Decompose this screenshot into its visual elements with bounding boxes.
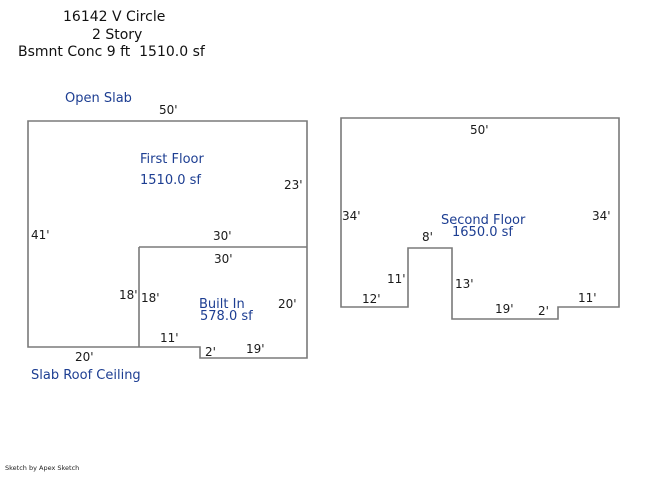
dim-sf-notch-left: 11'	[387, 272, 406, 286]
dim-sf-notch-right: 13'	[455, 277, 474, 291]
header-basement: Bsmnt Conc 9 ft 1510.0 sf	[18, 44, 205, 60]
first-floor-outline	[27, 120, 308, 359]
dim-ff-interior-left: 18'	[119, 288, 138, 302]
dim-ff-interior-right: 18'	[141, 291, 160, 305]
dim-ff-bottom-right: 19'	[246, 342, 265, 356]
header-stories: 2 Story	[92, 27, 143, 43]
built-in-area-label: 578.0 sf	[200, 309, 253, 324]
header-address: 16142 V Circle	[63, 9, 166, 25]
dim-sf-notch-top: 8'	[422, 230, 433, 244]
built-in-name-label: Built In	[199, 297, 245, 312]
dim-ff-right-lower: 20'	[278, 297, 297, 311]
dim-ff-interior-below: 30'	[214, 252, 233, 266]
dim-ff-step: 2'	[205, 345, 216, 359]
dim-sf-right: 34'	[592, 209, 611, 223]
first-floor-area-label: 1510.0 sf	[140, 173, 201, 188]
dim-sf-bottom-middle: 19'	[495, 302, 514, 316]
slab-roof-ceiling-label: Slab Roof Ceiling	[31, 368, 141, 383]
dim-ff-bottom-inner: 11'	[160, 331, 179, 345]
dim-sf-left: 34'	[342, 209, 361, 223]
second-floor-area-label: 1650.0 sf	[452, 225, 513, 240]
first-floor-name-label: First Floor	[140, 152, 204, 167]
second-floor-name-label: Second Floor	[441, 213, 526, 228]
dim-ff-interior-above: 30'	[213, 229, 232, 243]
dim-sf-bottom-right: 11'	[578, 291, 597, 305]
dim-sf-top: 50'	[470, 123, 489, 137]
dim-sf-bottom-left: 12'	[362, 292, 381, 306]
dim-ff-left: 41'	[31, 228, 50, 242]
dim-ff-bottom-left: 20'	[75, 350, 94, 364]
second-floor-outline	[340, 117, 620, 320]
sketch-credit: Sketch by Apex Sketch	[5, 464, 80, 472]
open-slab-label: Open Slab	[65, 91, 132, 106]
dim-ff-top: 50'	[159, 103, 178, 117]
dim-ff-right-upper: 23'	[284, 178, 303, 192]
dim-sf-step: 2'	[538, 304, 549, 318]
